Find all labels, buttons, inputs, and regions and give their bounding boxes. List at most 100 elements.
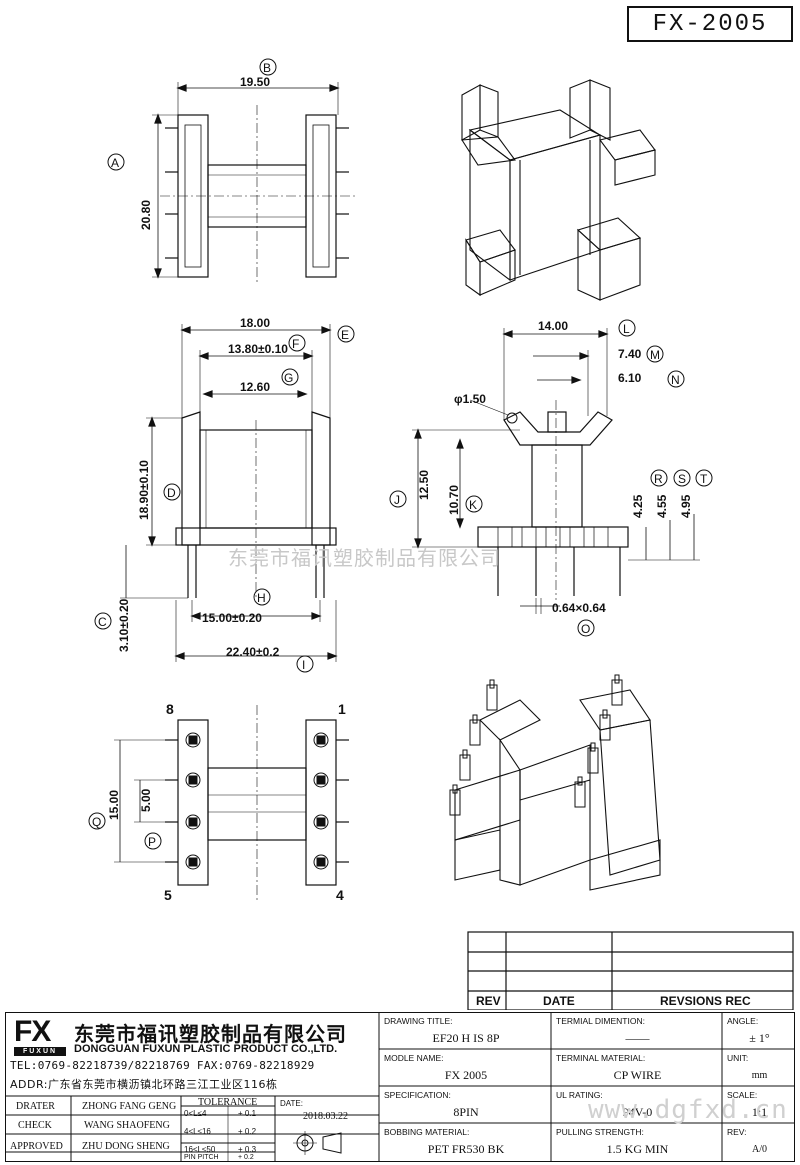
- tol-value-3: + 0.3: [238, 1145, 257, 1154]
- terminal-material-value: CP WIRE: [613, 1068, 662, 1082]
- company-name-cn: 东莞市福讯塑胶制品有限公司: [74, 1022, 347, 1046]
- dim-l-value: 14.00: [538, 319, 568, 333]
- label-o: O: [581, 622, 590, 636]
- pin-label-4: 4: [336, 887, 344, 903]
- company-logo: FX FUXUN: [14, 1015, 66, 1056]
- dim-p-value: 5.00: [139, 788, 153, 812]
- top-view: 19.50 B 20.80: [107, 58, 356, 285]
- label-q: Q: [92, 815, 101, 829]
- label-t: T: [700, 472, 708, 486]
- label-b: B: [263, 61, 271, 75]
- label-k: K: [469, 498, 477, 512]
- label-e: E: [341, 328, 349, 342]
- check-label: CHECK: [18, 1120, 52, 1131]
- label-r: R: [654, 472, 663, 486]
- tolerance-header: TOLERANCE: [198, 1097, 258, 1108]
- label-n: N: [671, 373, 680, 387]
- dim-g-value: 12.60: [240, 380, 270, 394]
- part-number-title: FX-2005: [627, 6, 793, 42]
- terminal-material-label: TERMINAL MATERIAL:: [556, 1053, 646, 1063]
- logo-fuxun: FUXUN: [14, 1047, 66, 1056]
- dim-i-value: 22.40±0.2: [226, 645, 280, 659]
- dim-a-value: 20.80: [139, 200, 153, 230]
- angle-value: ± 1°: [749, 1031, 770, 1045]
- modle-name-label: MODLE NAME:: [384, 1053, 444, 1063]
- label-g: G: [284, 371, 293, 385]
- terminal-dimention-label: TERMIAL DIMENTION:: [556, 1016, 645, 1026]
- dim-b-value: 19.50: [240, 75, 270, 89]
- dim-r-value: 4.25: [631, 494, 645, 518]
- unit-value: mm: [751, 1070, 768, 1081]
- drawing-title-value: EF20 H IS 8P: [432, 1031, 500, 1045]
- label-l: L: [623, 322, 630, 336]
- approved-name: ZHU DONG SHENG: [82, 1141, 170, 1152]
- label-j: J: [394, 493, 400, 507]
- dim-m-value: 7.40: [618, 347, 642, 361]
- tol-range-1: 0<L≤4: [184, 1109, 207, 1118]
- dim-c-pin-value: 3.10±0.20: [117, 598, 131, 652]
- company-name-en: DONGGUAN FUXUN PLASTIC PRODUCT CO.,LTD.: [74, 1043, 338, 1055]
- specification-label: SPECIFICATION:: [384, 1090, 451, 1100]
- dim-k-value: 10.70: [447, 485, 461, 515]
- drater-label: DRATER: [16, 1101, 55, 1112]
- pin-label-1: 1: [338, 701, 346, 717]
- dim-hole-value: φ1.50: [454, 392, 486, 406]
- logo-fx: FX: [14, 1015, 51, 1048]
- watermark-text: 东莞市福讯塑胶制品有限公司: [228, 546, 501, 570]
- bobbing-material-value: PET FR530 BK: [427, 1142, 505, 1156]
- label-p: P: [148, 835, 156, 849]
- tol-range-4: PIN PITCH: [184, 1154, 219, 1161]
- pulling-strength-label: PULLING STRENGTH:: [556, 1127, 644, 1137]
- company-address: ADDR:广东省东莞市横沥镇北环路三江工业区116栋: [10, 1078, 278, 1091]
- dim-t-value: 4.95: [679, 494, 693, 518]
- check-name: WANG SHAOFENG: [84, 1120, 170, 1131]
- dim-s-value: 4.55: [655, 494, 669, 518]
- iso-view-bottom: [449, 674, 661, 891]
- date-header: DATE: [543, 994, 575, 1008]
- bobbing-material-label: BOBBING MATERIAL:: [384, 1127, 470, 1137]
- drater-name: ZHONG FANG GENG: [82, 1101, 177, 1112]
- revisions-header: REVSIONS REC: [660, 994, 751, 1008]
- label-f: F: [292, 337, 299, 351]
- approved-label: APPROVED: [10, 1141, 63, 1152]
- company-tel: TEL:0769-82218739/82218769 FAX:0769-8221…: [10, 1059, 315, 1072]
- label-i: I: [302, 658, 305, 672]
- unit-label: UNIT:: [727, 1053, 749, 1063]
- front-view: 14.00 L 7.40 M 6.10 N φ1.50: [389, 319, 713, 637]
- modle-name-value: FX 2005: [444, 1068, 488, 1082]
- pin-label-5: 5: [164, 887, 172, 903]
- title-block: FX FUXUN 东莞市福讯塑胶制品有限公司 DONGGUAN FUXUN PL…: [4, 1011, 795, 1162]
- dim-f-value: 13.80±0.10: [228, 342, 288, 356]
- label-d: D: [167, 486, 176, 500]
- dim-j-value: 12.50: [417, 470, 431, 500]
- dim-q-value: 15.00: [107, 790, 121, 820]
- drawing-title-label: DRAWING TITLE:: [384, 1016, 453, 1026]
- ul-rating-label: UL RATING:: [556, 1090, 603, 1100]
- tol-value-4: + 0.2: [238, 1154, 254, 1161]
- label-c: C: [98, 615, 107, 629]
- dim-n-value: 6.10: [618, 371, 642, 385]
- label-h: H: [257, 591, 266, 605]
- tol-value-2: + 0.2: [238, 1127, 257, 1136]
- angle-label: ANGLE:: [727, 1016, 759, 1026]
- rev-label: REV:: [727, 1127, 747, 1137]
- dim-h-value: 15.00±0.20: [202, 611, 262, 625]
- scale-label: SCALE:: [727, 1090, 758, 1100]
- tol-range-3: 16<L≤50: [184, 1145, 216, 1154]
- rev-header: REV: [476, 994, 501, 1008]
- scale-value: 1:1: [751, 1105, 768, 1119]
- pulling-strength-value: 1.5 KG MIN: [606, 1142, 669, 1156]
- bottom-view: 8 1 5 4: [88, 701, 349, 903]
- pin-label-8: 8: [166, 701, 174, 717]
- date-value: 2018.03.22: [303, 1111, 348, 1122]
- website-watermark: www.dgfxd.cn: [588, 1095, 788, 1125]
- iso-view-top: [461, 79, 656, 301]
- label-s: S: [678, 472, 686, 486]
- rev-value: A/0: [752, 1144, 767, 1155]
- dim-o-value: 0.64×0.64: [552, 601, 606, 615]
- tol-value-1: + 0.1: [238, 1109, 257, 1118]
- side-view: 18.00 E 13.80±0.10 F 12.60 G: [94, 316, 355, 673]
- ul-rating-value: 94V-0: [622, 1105, 653, 1119]
- technical-drawing: 19.50 B 20.80: [88, 58, 794, 1010]
